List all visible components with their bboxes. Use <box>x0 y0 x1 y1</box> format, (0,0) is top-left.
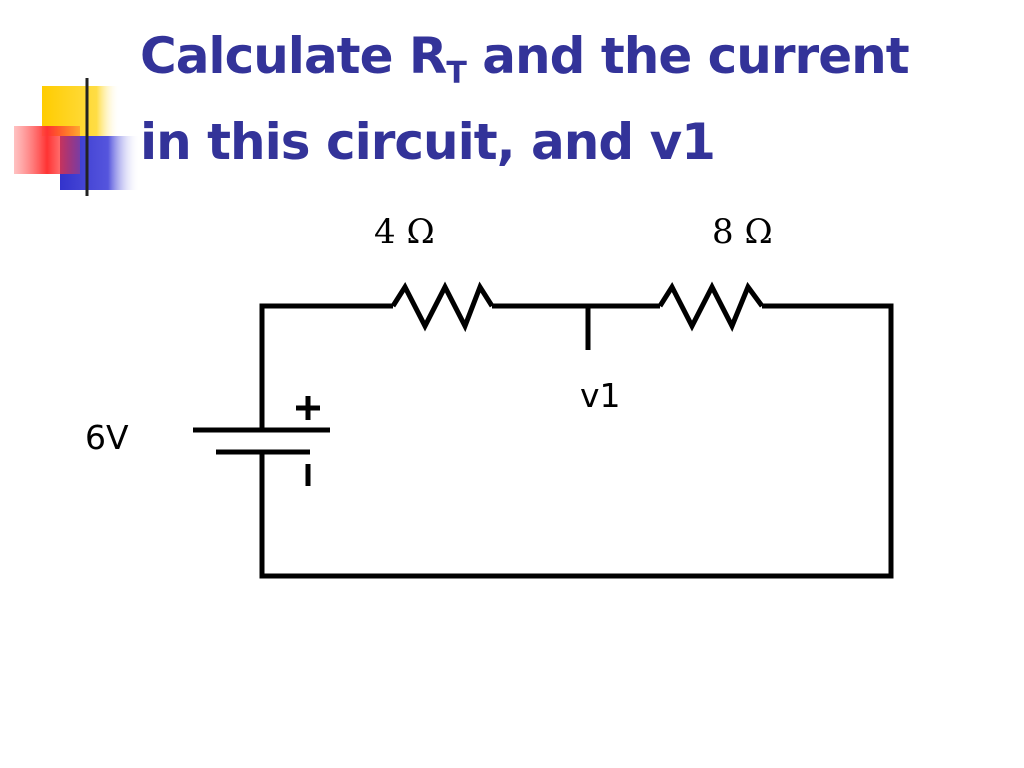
slide-title: Calculate RT and the current in this cir… <box>140 22 1000 176</box>
resistor-4-ohm <box>390 281 495 333</box>
title-text-part2: and the current <box>465 27 909 85</box>
title-subscript: T <box>446 56 466 91</box>
resistor-8-ohm <box>657 281 765 332</box>
battery-plus-sign <box>296 396 320 420</box>
title-text-line2: in this circuit, and v1 <box>140 113 716 171</box>
resistor-8-ohm-label: 8 Ω <box>712 212 773 252</box>
source-voltage-label: 6V <box>85 418 129 457</box>
wire-right <box>259 303 894 579</box>
resistor-4-ohm-label: 4 Ω <box>374 212 435 252</box>
node-v1-label: v1 <box>580 376 621 415</box>
wire-top-left <box>259 303 393 430</box>
title-decoration <box>14 78 950 196</box>
title-text-part1: Calculate R <box>140 27 447 85</box>
